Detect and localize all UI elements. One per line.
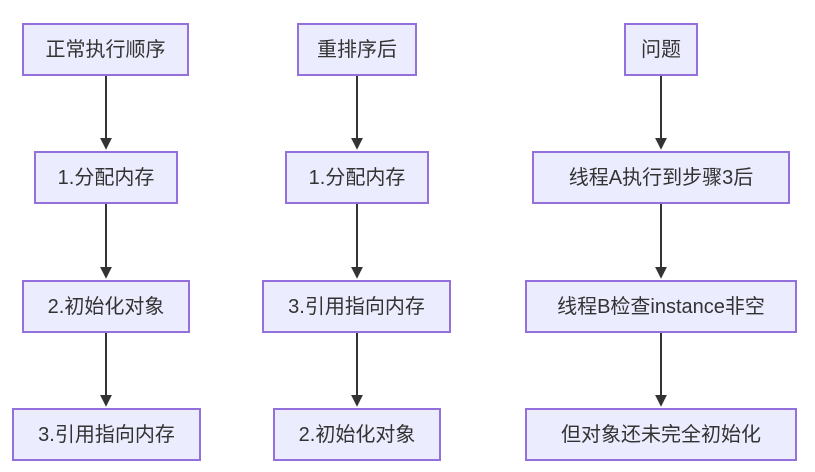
node-reorder-step3-ref: 3.引用指向内存: [262, 280, 451, 333]
node-normal-step1-alloc: 1.分配内存: [34, 151, 178, 204]
node-problem-uninitialized: 但对象还未完全初始化: [525, 408, 797, 461]
node-reorder-step2-init: 2.初始化对象: [273, 408, 441, 461]
node-problem-threadA: 线程A执行到步骤3后: [532, 151, 790, 204]
node-normal-title: 正常执行顺序: [22, 23, 189, 76]
node-problem-threadB: 线程B检查instance非空: [525, 280, 797, 333]
node-normal-step2-init: 2.初始化对象: [22, 280, 190, 333]
node-reorder-step1-alloc: 1.分配内存: [285, 151, 429, 204]
node-normal-step3-ref: 3.引用指向内存: [12, 408, 201, 461]
node-reorder-title: 重排序后: [297, 23, 417, 76]
node-problem-title: 问题: [624, 23, 698, 76]
